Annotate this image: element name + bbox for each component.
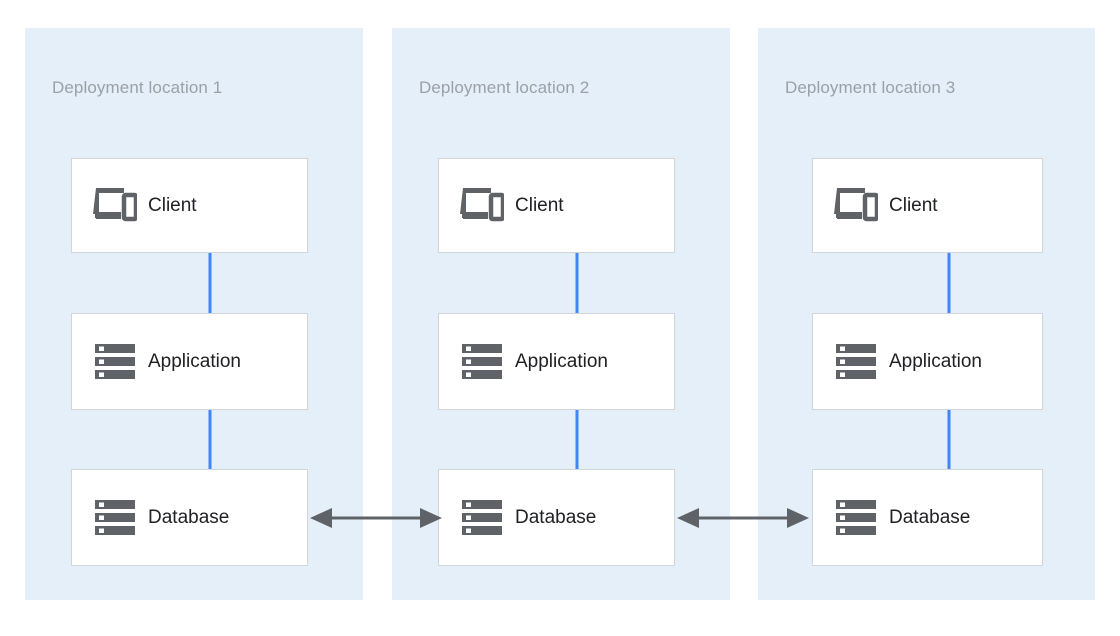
node-client-3[interactable]: Client <box>812 158 1043 253</box>
panel-title-2: Deployment location 2 <box>419 78 590 97</box>
node-label-database-3: Database <box>889 506 971 528</box>
node-application-2[interactable]: Application <box>438 313 675 410</box>
node-label-application-1: Application <box>148 350 241 372</box>
node-client-2[interactable]: Client <box>438 158 675 253</box>
client-devices-icon <box>833 183 879 229</box>
node-database-3[interactable]: Database <box>812 469 1043 566</box>
deployment-location-panel-2: Deployment location 2 Client <box>392 28 730 600</box>
arrow-database-2-to-database-3 <box>677 508 809 528</box>
deployment-location-panel-1: Deployment location 1 Client <box>25 28 363 600</box>
node-label-database-2: Database <box>515 506 597 528</box>
panel-title-3: Deployment location 3 <box>785 78 956 97</box>
node-database-1[interactable]: Database <box>71 469 308 566</box>
node-application-3[interactable]: Application <box>812 313 1043 410</box>
node-label-application-3: Application <box>889 350 982 372</box>
server-stack-icon <box>459 339 505 385</box>
server-stack-icon <box>92 495 138 541</box>
deployment-location-panel-3: Deployment location 3 Client <box>758 28 1095 600</box>
node-client-1[interactable]: Client <box>71 158 308 253</box>
server-stack-icon <box>92 339 138 385</box>
server-stack-icon <box>459 495 505 541</box>
node-application-1[interactable]: Application <box>71 313 308 410</box>
client-devices-icon <box>92 183 138 229</box>
server-stack-icon <box>833 339 879 385</box>
node-database-2[interactable]: Database <box>438 469 675 566</box>
server-stack-icon <box>833 495 879 541</box>
node-label-database-1: Database <box>148 506 230 528</box>
node-label-client-1: Client <box>148 194 197 216</box>
client-devices-icon <box>459 183 505 229</box>
node-label-client-3: Client <box>889 194 938 216</box>
arrow-database-1-to-database-2 <box>310 508 442 528</box>
panel-title-1: Deployment location 1 <box>52 78 223 97</box>
node-label-client-2: Client <box>515 194 564 216</box>
node-label-application-2: Application <box>515 350 608 372</box>
